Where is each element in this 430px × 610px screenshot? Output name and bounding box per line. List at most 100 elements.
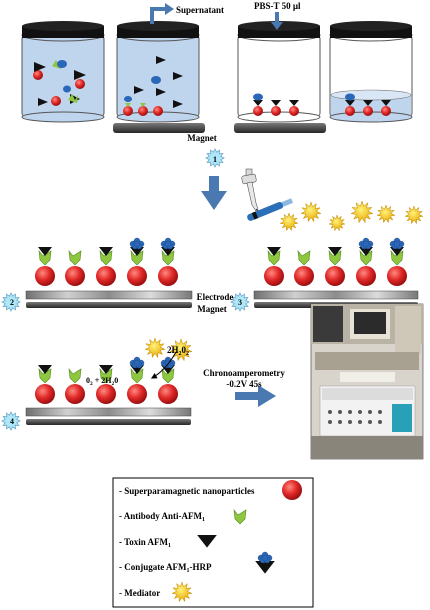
toxin-icon — [38, 247, 52, 256]
nanoparticle-icon — [325, 266, 345, 286]
toxin-icon — [328, 247, 342, 256]
antibody-icon — [68, 368, 82, 384]
chrono-label: Chronoamperometry — [203, 368, 285, 378]
jar-2-contents — [123, 56, 183, 116]
electrode-assembly-step3 — [253, 237, 419, 308]
mediator-icon — [376, 204, 396, 224]
reaction-arrow — [150, 351, 177, 379]
antibody-icon — [38, 368, 52, 384]
magnet-bar-top-2 — [234, 123, 326, 133]
antibody-icon — [297, 250, 311, 266]
hrp-icon — [358, 237, 374, 250]
hrp-blob — [261, 554, 269, 562]
antibody-icon — [99, 368, 113, 384]
electrode-pen-icon — [247, 198, 294, 221]
magnet-label-mid: Magnet — [197, 304, 227, 314]
nanoparticle-icon — [294, 266, 314, 286]
legend-icons — [171, 480, 302, 603]
toxin-icon — [390, 247, 404, 256]
hrp-icon — [389, 237, 405, 250]
toxin-icon — [255, 561, 275, 574]
legend-box — [112, 477, 314, 608]
legend-mediator-text: - Mediator — [119, 588, 160, 598]
nanoparticle-icon — [356, 266, 376, 286]
nanoparticle-icon — [35, 384, 55, 404]
antibody-icon — [161, 368, 175, 384]
nanoparticle-icon — [65, 266, 85, 286]
electrode-assembly-step4 — [25, 337, 193, 425]
toxin-icon — [99, 247, 113, 256]
mediator-icon — [328, 214, 346, 232]
step-number-4: 4 — [10, 417, 14, 426]
mediator-icon — [171, 581, 193, 603]
antibody-icon — [390, 250, 404, 266]
jar-1-contents — [33, 60, 86, 106]
products-label: 02 + 2H20 — [86, 376, 118, 387]
jar-2 — [116, 21, 200, 123]
mediator-icon — [300, 201, 322, 223]
antibody-icon — [233, 509, 247, 525]
toxin-icon — [130, 247, 144, 256]
toxin-icon — [267, 247, 281, 256]
antibody-icon — [99, 250, 113, 266]
hrp-icon — [129, 237, 145, 250]
nanoparticle-icon — [158, 266, 178, 286]
supernatant-label: Supernatant — [176, 5, 224, 15]
jar-4-contents — [345, 93, 391, 116]
nanoparticle-icon — [35, 266, 55, 286]
mediator-icon — [350, 200, 374, 224]
nanoparticle-icon — [96, 384, 116, 404]
magnet-bar — [26, 419, 191, 425]
legend-nanoparticle-text: - Superparamagnetic nanoparticles — [119, 486, 255, 496]
supernatant-arrow — [150, 7, 166, 24]
toxin-icon — [161, 247, 175, 256]
chrono-arrow — [235, 385, 276, 407]
jar-4 — [329, 21, 413, 123]
hrp-blob — [362, 240, 370, 248]
nanoparticle-icon — [282, 480, 302, 500]
pipette-icon — [241, 168, 263, 215]
mediator-icon — [404, 205, 424, 225]
antibody-icon — [359, 250, 373, 266]
hrp-blob — [164, 240, 172, 248]
mediator-cluster — [279, 200, 424, 232]
pbs-label: PBS-T 50 µl — [254, 1, 301, 11]
step-number-2: 2 — [10, 298, 14, 307]
antibody-icon — [38, 250, 52, 266]
hrp-icon — [129, 356, 145, 369]
electrode-bar — [25, 290, 193, 300]
hrp-icon — [160, 356, 176, 369]
jar-3 — [237, 21, 321, 123]
step-number-3: 3 — [238, 298, 242, 307]
electrode-assembly-step2 — [25, 237, 193, 308]
nanoparticle-icon — [96, 266, 116, 286]
toxin-icon — [359, 247, 373, 256]
mediator-icon — [144, 337, 166, 359]
nanoparticle-icon — [158, 384, 178, 404]
magnet-bar — [26, 302, 192, 308]
hrp-blob — [133, 359, 141, 367]
nanoparticle-icon — [264, 266, 284, 286]
hrp-icon — [160, 237, 176, 250]
antibody-icon — [130, 368, 144, 384]
antibody-icon — [130, 250, 144, 266]
nanoparticle-icon — [127, 384, 147, 404]
electrode-bar — [25, 407, 192, 417]
antibody-icon — [68, 250, 82, 266]
antibody-icon — [267, 250, 281, 266]
legend-antibody-text: - Antibody Anti-AFM1 — [119, 511, 205, 523]
jar-1 — [21, 21, 105, 123]
jar-3-contents — [253, 93, 299, 116]
magnet-bar-top-1 — [113, 123, 205, 133]
hrp-blob — [393, 240, 401, 248]
magnet-label-top: Magnet — [187, 133, 217, 143]
step-number-1: 1 — [213, 155, 217, 164]
legend-toxin-text: - Toxin AFM1 — [119, 537, 171, 549]
antibody-icon — [161, 250, 175, 266]
nanoparticle-icon — [387, 266, 407, 286]
mediator-icon — [169, 338, 193, 362]
chrono-params: -0.2V 45s — [226, 379, 262, 389]
toxin-icon — [197, 535, 217, 548]
